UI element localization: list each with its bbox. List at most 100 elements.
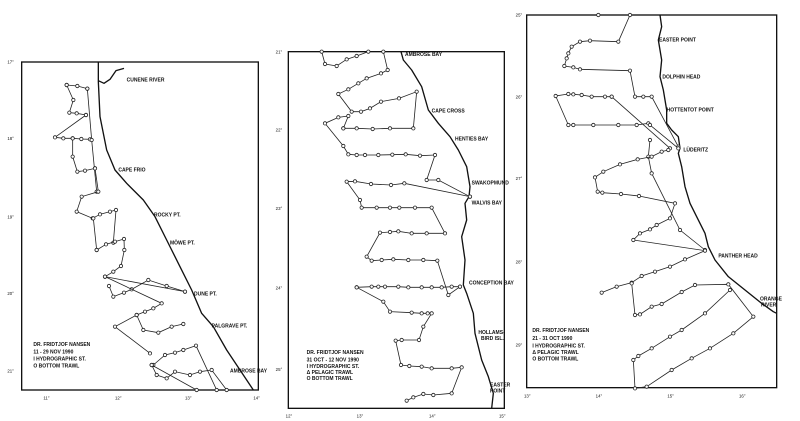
lat-tick: 25° — [516, 13, 523, 18]
lat-tick: 28° — [516, 259, 523, 264]
station-marker — [92, 166, 98, 171]
station-marker — [121, 290, 127, 295]
station-marker — [439, 285, 444, 290]
lon-tick: 14° — [596, 393, 603, 398]
station-marker — [449, 284, 454, 289]
station-marker — [632, 94, 638, 99]
station-marker — [569, 44, 574, 49]
lat-tick: 21° — [7, 369, 14, 374]
station-marker — [85, 86, 90, 91]
station-marker — [553, 93, 558, 99]
lat-tick: 19° — [7, 214, 14, 219]
station-marker — [151, 306, 156, 311]
station-tracks — [52, 82, 229, 393]
station-marker — [424, 231, 429, 236]
station-marker — [354, 285, 359, 290]
station-marker — [449, 366, 454, 371]
station-marker — [429, 285, 434, 290]
station-marker — [446, 292, 451, 298]
legend-vessel: DR. FRIDTJOF NANSEN — [33, 342, 90, 348]
station-marker — [147, 351, 153, 356]
station-marker — [164, 283, 169, 289]
legend: DR. FRIDTJOF NANSEN 11 - 29 NOV 1990 I H… — [33, 342, 90, 369]
cruise-track — [96, 238, 125, 278]
station-marker — [649, 171, 654, 176]
station-marker — [214, 387, 219, 393]
station-marker — [369, 258, 374, 263]
station-marker — [596, 12, 601, 18]
station-marker — [421, 257, 426, 263]
cruise-track — [321, 51, 369, 67]
cruise-track — [611, 96, 671, 149]
cruise-track — [151, 364, 197, 391]
station-marker — [322, 121, 328, 126]
station-marker — [82, 168, 88, 173]
station-marker — [142, 309, 148, 314]
station-marker — [467, 194, 473, 199]
station-marker — [616, 122, 621, 128]
station-marker — [679, 289, 684, 295]
station-marker — [67, 110, 72, 115]
station-marker — [442, 231, 448, 236]
station-marker — [341, 126, 346, 131]
station-marker — [356, 81, 361, 86]
station-marker — [449, 391, 454, 396]
station-marker — [61, 136, 66, 141]
station-marker — [162, 352, 168, 358]
legend-item: I HYDROGRAPHIC ST. — [33, 357, 86, 363]
station-marker — [388, 182, 394, 188]
station-marker — [172, 369, 178, 374]
cruise-track — [555, 93, 679, 149]
station-marker — [89, 137, 94, 143]
station-marker — [106, 283, 112, 289]
legend-item: Δ PELAGIC TRAWL — [307, 370, 353, 376]
place-label: ORANGE — [760, 297, 783, 303]
cruise-track — [324, 115, 471, 198]
place-label: CAPE CROSS — [432, 109, 466, 115]
place-label: LÜDERITZ — [683, 147, 708, 154]
lon-tick: 14° — [429, 413, 436, 418]
station-marker — [726, 282, 731, 287]
station-marker — [197, 369, 203, 374]
lat-tick: 29° — [516, 343, 523, 348]
station-marker — [406, 285, 411, 290]
place-label: PANTHER HEAD — [718, 253, 758, 259]
station-marker — [387, 309, 393, 314]
station-marker — [417, 153, 423, 158]
station-marker — [354, 152, 359, 158]
station-marker — [103, 242, 109, 247]
cruise-track — [647, 139, 706, 251]
station-marker — [652, 269, 658, 274]
station-marker — [571, 92, 576, 97]
station-marker — [397, 205, 402, 210]
station-marker — [169, 324, 174, 329]
station-marker — [419, 285, 424, 290]
station-marker — [436, 177, 441, 183]
station-marker — [107, 209, 113, 214]
station-marker — [194, 387, 199, 393]
place-label: MÖWE PT. — [170, 239, 195, 246]
station-marker — [614, 284, 619, 289]
station-tracks — [319, 49, 473, 403]
station-marker — [387, 229, 393, 235]
station-marker — [97, 212, 103, 217]
station-marker — [79, 136, 84, 142]
station-marker — [672, 201, 678, 206]
station-marker — [113, 207, 119, 213]
station-marker — [141, 327, 146, 333]
station-marker — [75, 169, 80, 174]
station-marker — [164, 376, 169, 381]
station-marker — [649, 346, 654, 351]
station-marker — [64, 82, 69, 88]
station-marker — [579, 92, 584, 98]
place-label: AMBROSE BAY — [405, 52, 443, 58]
station-marker — [121, 236, 127, 242]
station-marker — [404, 398, 409, 403]
station-marker — [346, 87, 351, 92]
station-marker — [341, 143, 346, 149]
station-marker — [181, 347, 186, 353]
station-marker — [378, 71, 384, 76]
station-marker — [669, 367, 674, 373]
station-marker — [349, 109, 354, 114]
cruise-track — [337, 51, 418, 130]
